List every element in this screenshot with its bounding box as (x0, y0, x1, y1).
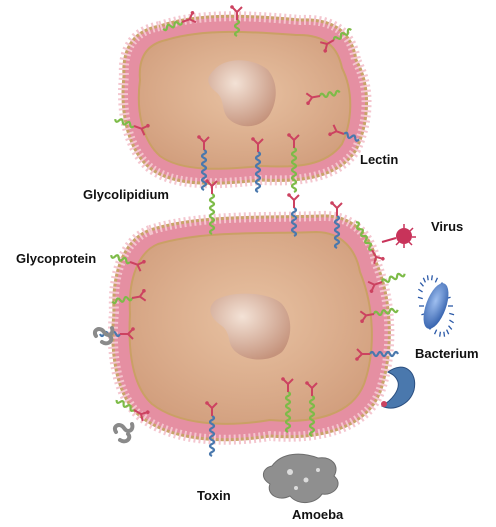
virus-icon (382, 224, 416, 248)
bottom-cell (113, 216, 390, 440)
label-glycolipidium: Glycolipidium (83, 188, 169, 201)
label-glycoprotein: Glycoprotein (16, 252, 96, 265)
label-amoeba: Amoeba (292, 508, 343, 521)
label-virus: Virus (431, 220, 463, 233)
bacterium-icon (418, 275, 454, 336)
label-toxin: Toxin (197, 489, 231, 502)
label-bacterium: Bacterium (415, 347, 479, 360)
label-lectin: Lectin (360, 153, 398, 166)
amoeba-icon (263, 454, 338, 502)
